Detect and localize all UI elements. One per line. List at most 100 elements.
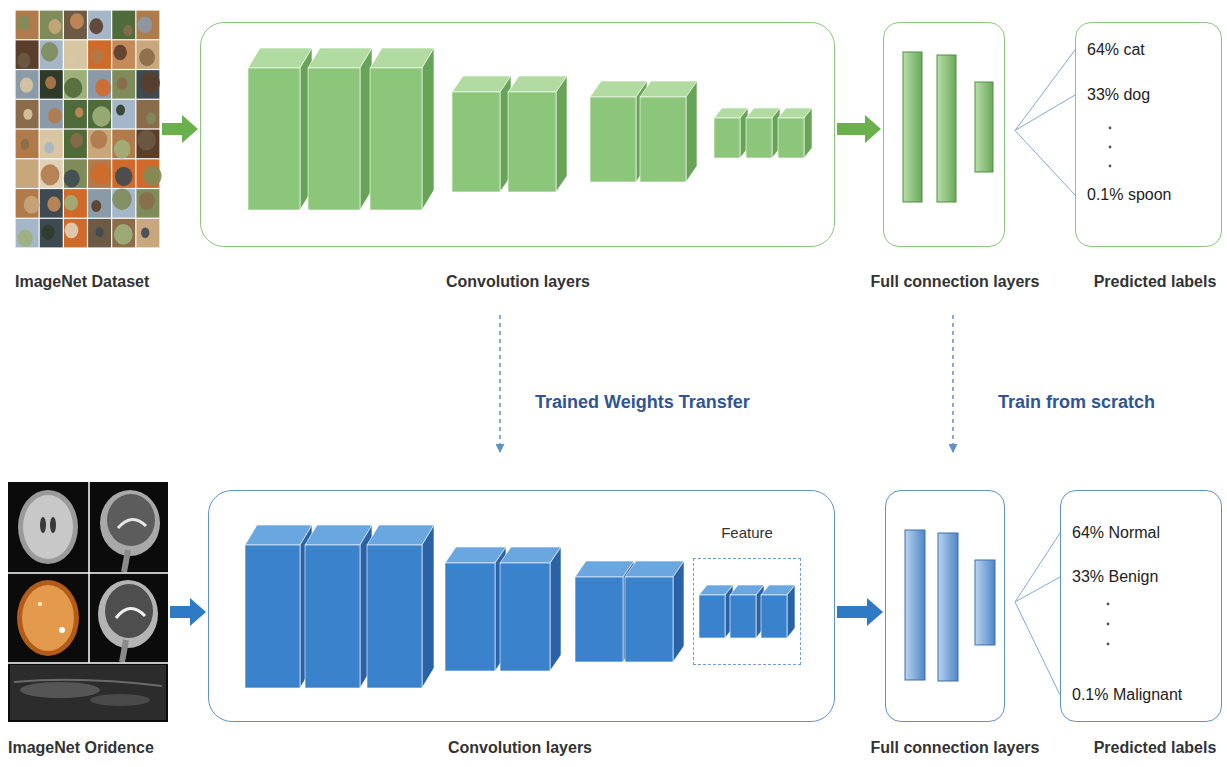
block-front <box>575 577 623 662</box>
thumbnail-ground <box>16 40 39 69</box>
thumbnail-ground <box>64 70 87 99</box>
thumbnail <box>112 130 135 159</box>
feature-map-block <box>245 525 312 688</box>
feature-map-block <box>452 76 511 192</box>
thumbnail <box>88 40 111 69</box>
panel-caption: Convolution layers <box>446 272 590 292</box>
flow-arrow <box>837 115 881 143</box>
thumbnail <box>136 70 160 99</box>
image-frame <box>8 482 168 722</box>
class-probability: 64% cat <box>1087 40 1145 60</box>
thumbnail-ground <box>64 130 87 159</box>
thumbnail-ground <box>16 159 39 188</box>
thumbnail <box>40 130 63 159</box>
thumbnail-subject <box>90 130 107 149</box>
thumbnail-ground <box>40 70 63 99</box>
transfer-arrow <box>952 315 954 452</box>
thumbnail <box>16 189 40 218</box>
probability-line <box>1015 95 1075 131</box>
thumbnail <box>88 189 111 218</box>
edge-label: Train from scratch <box>995 391 1158 413</box>
thumbnail <box>64 189 87 218</box>
edge-label: Trained Weights Transfer <box>532 391 753 413</box>
class-probability: 0.1% spoon <box>1087 185 1172 205</box>
thumbnail-ground <box>136 70 159 99</box>
block-side <box>787 585 795 638</box>
thumbnail <box>136 219 159 248</box>
thumbnail-ground <box>64 159 87 188</box>
thumbnail-subject <box>139 48 155 66</box>
thumbnail-subject <box>91 200 101 212</box>
block-front <box>761 595 787 638</box>
convolution-panel: Convolution layers <box>200 22 835 297</box>
lesion <box>38 602 42 606</box>
block-front <box>445 563 495 671</box>
feature-map-block <box>248 48 312 210</box>
ellipsis-dot <box>1107 643 1110 646</box>
thumbnail <box>16 100 39 129</box>
transfer-arrow <box>499 315 501 452</box>
block-front <box>500 563 550 671</box>
dense-layer-bar <box>975 560 995 645</box>
scan-ground <box>8 482 168 722</box>
thumbnail-subject <box>144 166 162 186</box>
thumbnail-ground <box>64 219 87 248</box>
thumbnail-subject <box>138 16 153 33</box>
ultrasound-echo <box>90 694 150 706</box>
feature-map-block <box>625 561 684 662</box>
thumbnail-subject <box>114 45 127 60</box>
feature-map-block <box>714 108 748 158</box>
thumbnail-subject <box>48 19 61 34</box>
thumbnail <box>136 159 161 188</box>
thumbnail-ground <box>88 219 111 248</box>
thumbnail-subject <box>114 140 131 159</box>
thumbnail <box>112 219 135 248</box>
thumbnail <box>112 70 135 99</box>
block-side <box>556 76 567 192</box>
block-side <box>550 547 561 671</box>
thumbnail-ground <box>64 100 87 129</box>
thumbnail-subject <box>70 13 84 29</box>
thumbnail-subject <box>24 196 40 214</box>
thumbnail-ground <box>16 219 39 248</box>
class-probability: 0.1% Malignant <box>1072 685 1182 705</box>
thumbnail-ground <box>112 70 135 99</box>
block-front <box>452 92 500 192</box>
thumbnail-subject <box>112 188 132 210</box>
illustration <box>8 10 1111 722</box>
thumbnail-ground <box>88 70 111 99</box>
flow-arrow <box>170 598 206 626</box>
thumbnail-subject <box>139 192 155 210</box>
prediction-panel: 64% cat33% dog0.1% spoonPredicted labels <box>1075 22 1222 297</box>
feature-box: Feature <box>693 520 801 665</box>
thumbnail <box>40 219 63 248</box>
block-front <box>714 118 740 158</box>
fc-panel: Full connection layers <box>885 490 1005 762</box>
feature-map-block <box>761 585 795 638</box>
thumbnail-ground <box>16 100 39 129</box>
thumbnail <box>88 100 111 129</box>
thumbnail-ground <box>112 130 135 159</box>
probability-line <box>1015 50 1075 131</box>
thumbnail-subject <box>47 196 60 211</box>
thumbnail-subject <box>64 78 82 98</box>
thumbnail <box>136 189 159 218</box>
thumbnail-subject <box>64 170 80 188</box>
feature-map-block <box>640 81 697 182</box>
thumbnail <box>88 130 111 159</box>
corpus-callosum <box>118 519 146 528</box>
thumbnail <box>64 219 87 248</box>
panel-outline <box>200 22 835 247</box>
thumbnail-ground <box>16 11 39 40</box>
spine <box>124 550 128 572</box>
feature-map-block <box>508 76 567 192</box>
dense-layer-bar <box>975 82 993 172</box>
thumbnail <box>40 40 63 69</box>
panel-caption: Full connection layers <box>871 272 1040 292</box>
thumbnail <box>136 11 159 40</box>
feature-map-block <box>370 48 434 210</box>
thumbnail-ground <box>40 159 63 188</box>
thumbnail-subject <box>123 25 132 36</box>
thumbnail-subject <box>146 113 156 125</box>
